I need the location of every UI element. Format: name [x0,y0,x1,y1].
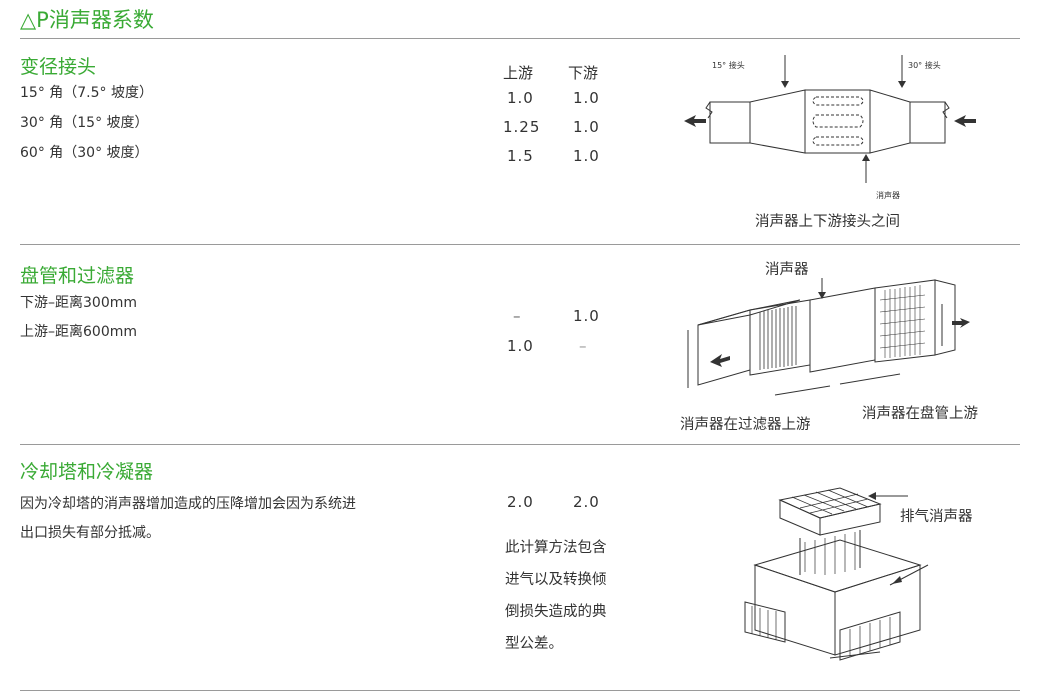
upstream-value: 2.0 [507,493,534,511]
note-line: 进气以及转换倾 [505,572,607,588]
downstream-value: 1.0 [573,307,600,325]
divider [20,444,1020,445]
description-line: 因为冷却塔的消声器增加造成的压降增加会因为系统进 [20,496,356,512]
cooling-tower-diagram [744,487,929,661]
row-label: 15° 角（7.5° 坡度） [20,85,153,101]
column-header-downstream: 下游 [568,64,599,82]
description-line: 出口损失有部分抵减。 [20,525,160,541]
section-title-reducer: 变径接头 [20,56,97,78]
upstream-value: – [513,307,522,325]
page-title: △P消声器系数 [20,8,154,32]
coil-filter-diagram [687,278,970,396]
downstream-value: 1.0 [573,147,600,165]
figure-label: 消声器 [876,191,900,200]
figure-caption: 消声器在过滤器上游 [680,417,811,433]
figure-label: 排气消声器 [900,509,973,525]
divider [20,38,1020,39]
figure-caption: 消声器在盘管上游 [862,406,978,422]
column-header-upstream: 上游 [503,64,534,82]
downstream-value: 1.0 [573,89,600,107]
divider [20,690,1020,691]
figure-label: 消声器 [765,262,809,278]
figure-label: 15° 接头 [712,61,745,70]
upstream-value: 1.0 [507,337,534,355]
upstream-value: 1.25 [503,118,541,136]
note-line: 此计算方法包含 [505,540,607,556]
note-line: 型公差。 [505,636,563,652]
upstream-value: 1.5 [507,147,534,165]
downstream-value: 1.0 [573,118,600,136]
row-label: 30° 角（15° 坡度） [20,115,149,131]
reducer-diagram [684,55,976,183]
upstream-value: 1.0 [507,89,534,107]
section-title-cooling-tower: 冷却塔和冷凝器 [20,461,154,483]
figure-caption: 消声器上下游接头之间 [755,214,900,230]
row-label: 60° 角（30° 坡度） [20,145,149,161]
row-label: 上游–距离600mm [20,324,137,340]
divider [20,244,1020,245]
row-label: 下游–距离300mm [20,295,137,311]
section-title-coil-filter: 盘管和过滤器 [20,265,135,287]
downstream-value: – [579,337,588,355]
note-line: 倒损失造成的典 [505,604,607,620]
figure-label: 30° 接头 [908,61,941,70]
downstream-value: 2.0 [573,493,600,511]
